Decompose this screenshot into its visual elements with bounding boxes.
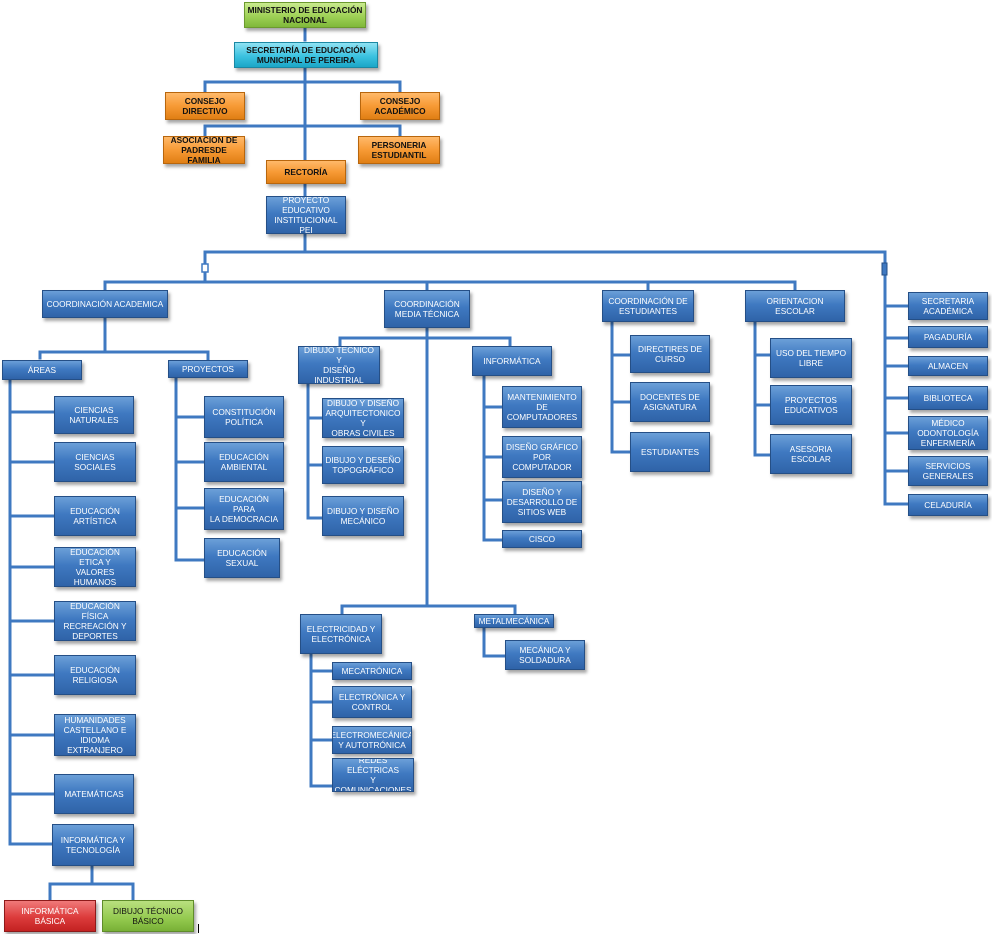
node-mecatronica: MECATRÓNICA (332, 662, 412, 680)
node-orientacion: ORIENTACION ESCOLAR (745, 290, 845, 322)
node-proyectos: PROYECTOS (168, 360, 248, 378)
node-coord-media: COORDINACIÓN MEDIA TÉCNICA (384, 290, 470, 328)
node-ed-etica: EDUCACIÓN ETICA Y VALORES HUMANOS (54, 547, 136, 587)
node-electronica-control: ELECTRÓNICA Y CONTROL (332, 686, 412, 718)
node-uso-tiempo: USO DEL TIEMPO LIBRE (770, 338, 852, 378)
node-redes: REDES ELÉCTRICAS Y COMUNICACIONES (332, 758, 414, 792)
node-docentes: DOCENTES DE ASIGNATURA (630, 382, 710, 422)
node-directores: DIRECTIRES DE CURSO (630, 335, 710, 373)
node-asociacion-padres: ASOCIACIÓN DE PADRESDE FAMILIA (163, 136, 245, 164)
node-pei: PROYECTO EDUCATIVO INSTITUCIONAL PEI (266, 196, 346, 234)
node-informatica-basica: INFORMÁTICA BÁSICA (4, 900, 96, 932)
node-dibujo-basico: DIBUJO TÉCNICO BÁSICO (102, 900, 194, 932)
node-coord-academica: COORDINACIÓN ACADEMICA (42, 290, 168, 318)
node-almacen: ALMACEN (908, 356, 988, 376)
node-dibujo-mec: DIBUJO Y DISEÑO MECÁNICO (322, 496, 404, 536)
node-electromecanica: ELECTROMECÁNICA Y AUTOTRÓNICA (332, 726, 412, 754)
node-informatica-tecnologia: INFORMÁTICA Y TECNOLOGÍA (52, 824, 134, 866)
node-ed-sexual: EDUCACIÓN SEXUAL (204, 538, 280, 578)
node-ministerio: MINISTERIO DE EDUCACIÓN NACIONAL (244, 2, 366, 28)
node-ed-religiosa: EDUCACIÓN RELIGIOSA (54, 655, 136, 695)
node-consejo-academico: CONSEJO ACADÉMICO (360, 92, 440, 120)
bus-handle-left (201, 263, 209, 273)
node-mecanica-soldadura: MECÁNICA Y SOLDADURA (505, 640, 585, 670)
node-dibujo-arq: DIBUJO Y DISEÑO ARQUITECTONICO Y OBRAS C… (322, 398, 404, 438)
node-celaduria: CELADURÍA (908, 494, 988, 516)
node-medico: MÉDICO ODONTOLOGÍA ENFERMERÍA (908, 416, 988, 450)
node-informatica: INFORMÁTICA (472, 346, 552, 376)
node-estudiantes: ESTUDIANTES (630, 432, 710, 472)
node-ed-democracia: EDUCACIÓN PARA LA DEMOCRACIA (204, 488, 284, 530)
node-secretaria-academica: SECRETARIA ACADÉMICA (908, 292, 988, 320)
node-ed-ambiental: EDUCACIÓN AMBIENTAL (204, 442, 284, 482)
node-metalmecanica: METALMECÁNICA (474, 614, 554, 628)
node-personeria: PERSONERIA ESTUDIANTIL (358, 136, 440, 164)
node-dibujo-topo: DIBUJO Y DESEÑO TOPOGRÁFICO (322, 446, 404, 484)
node-pagaduria: PAGADURÍA (908, 326, 988, 348)
node-mantenimiento: MANTENIMIENTO DE COMPUTADORES (502, 386, 582, 428)
node-constitucion: CONSTITUCIÓN POLÍTICA (204, 396, 284, 438)
node-asesoria: ASESORIA ESCOLAR (770, 434, 852, 474)
node-biblioteca: BIBLIOTECA (908, 386, 988, 410)
node-electricidad: ELECTRICIDAD Y ELECTRÓNICA (300, 614, 382, 654)
node-secretaria: SECRETARÍA DE EDUCACIÓN MUNICIPAL DE PER… (234, 42, 378, 68)
node-ed-artistica: EDUCACIÓN ARTÍSTICA (54, 496, 136, 536)
node-cisco: CISCO (502, 530, 582, 548)
node-matematicas: MATEMÁTICAS (54, 774, 134, 814)
node-rectoria: RECTORÍA (266, 160, 346, 184)
node-coord-estudiantes: COORDINACIÓN DE ESTUDIANTES (602, 290, 694, 322)
node-proyectos-educativos: PROYECTOS EDUCATIVOS (770, 385, 852, 425)
text-cursor (198, 924, 199, 933)
node-ed-fisica: EDUCACIÓN FÍSICA RECREACIÓN Y DEPORTES (54, 601, 136, 641)
node-servicios: SERVICIOS GENERALES (908, 456, 988, 486)
node-ciencias-naturales: CIENCIAS NATURALES (54, 396, 134, 434)
bus-handle-right (881, 262, 888, 276)
node-diseno-grafico: DISEÑO GRÁFICO POR COMPUTADOR (502, 436, 582, 478)
node-diseno-web: DISEÑO Y DESARROLLO DE SITIOS WEB (502, 481, 582, 523)
node-areas: ÁREAS (2, 360, 82, 380)
node-consejo-directivo: CONSEJO DIRECTIVO (165, 92, 245, 120)
node-humanidades: HUMANIDADES CASTELLANO E IDIOMA EXTRANJE… (54, 714, 136, 756)
node-ciencias-sociales: CIENCIAS SOCIALES (54, 442, 136, 482)
node-dibujo-tecnico: DIBUJO TÉCNICO Y DISEÑO INDUSTRIAL (298, 346, 380, 384)
